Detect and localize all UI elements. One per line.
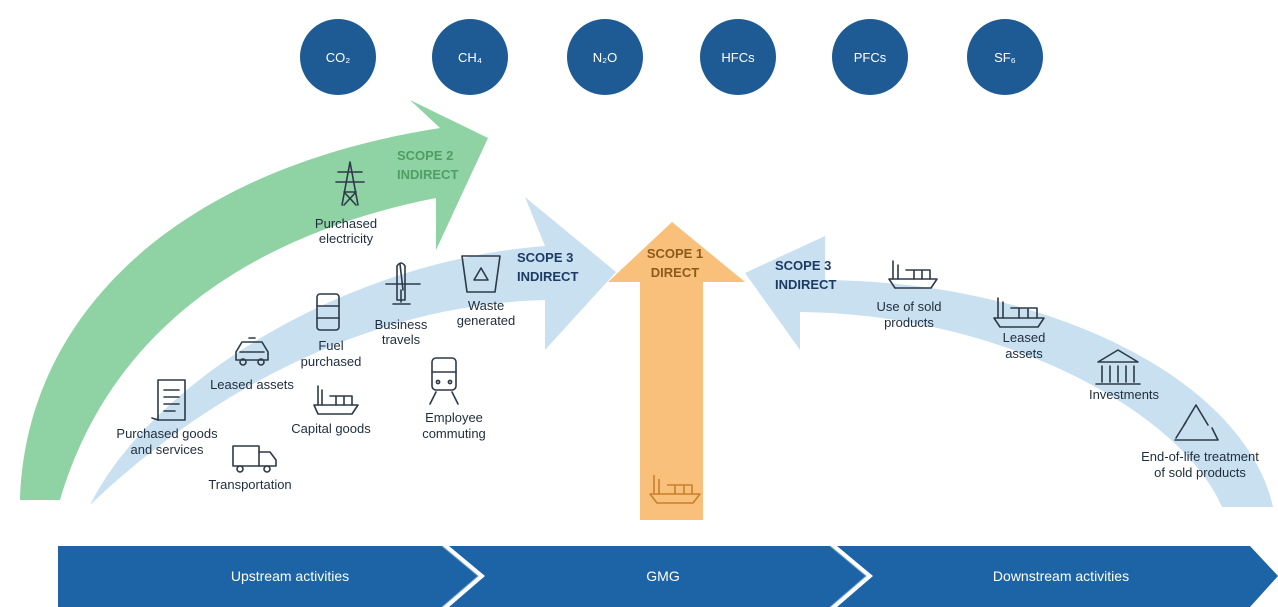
label-end-of-life-1: End-of-life treatment xyxy=(1141,449,1259,464)
activity-band: Upstream activities GMG Downstream activ… xyxy=(58,545,1278,607)
ship-icon-use-of-sold-products xyxy=(888,260,938,289)
scope3-downstream-title: SCOPE 3 xyxy=(775,258,831,273)
label-use-of-sold-products-2: products xyxy=(884,315,934,330)
gas-label-ch4: CH₄ xyxy=(458,50,482,65)
label-end-of-life-2: of sold products xyxy=(1154,465,1246,480)
label-leased-assets-upstream: Leased assets xyxy=(210,377,294,392)
scope3-downstream-arrow xyxy=(745,236,1273,507)
label-employee-commuting-2: commuting xyxy=(422,426,486,441)
band-label-upstream: Upstream activities xyxy=(231,568,349,584)
scope3-upstream-title: SCOPE 3 xyxy=(517,250,573,265)
fuel-barrel-icon xyxy=(316,293,340,331)
scope2-subtitle: INDIRECT xyxy=(397,167,458,182)
label-waste-generated-1: Waste xyxy=(468,298,504,313)
ship-icon-leased-assets xyxy=(993,297,1045,328)
label-leased-assets-downstream-2: assets xyxy=(1005,346,1043,361)
label-waste-generated-2: generated xyxy=(457,313,516,328)
gas-circle-n2o xyxy=(567,19,643,95)
band-label-gmg: GMG xyxy=(646,568,679,584)
label-fuel-purchased-2: purchased xyxy=(301,354,362,369)
truck-icon xyxy=(232,445,277,473)
power-pylon-icon xyxy=(335,161,365,206)
ship-icon-scope1 xyxy=(649,475,701,504)
scope1-subtitle: DIRECT xyxy=(651,265,699,280)
gas-label-sf6: SF₆ xyxy=(994,50,1016,65)
label-fuel-purchased-1: Fuel xyxy=(318,338,343,353)
label-capital-goods: Capital goods xyxy=(291,421,371,436)
gas-circle-hfcs xyxy=(700,19,776,95)
gas-circle-co2 xyxy=(300,19,376,95)
band-segment-upstream xyxy=(58,546,478,607)
band-divider-1 xyxy=(441,545,479,607)
band-divider-2 xyxy=(829,545,867,607)
label-employee-commuting-1: Employee xyxy=(425,410,483,425)
scope3-downstream-subtitle: INDIRECT xyxy=(775,277,836,292)
label-business-travels-1: Business xyxy=(375,317,428,332)
label-purchased-goods-2: and services xyxy=(131,442,204,457)
label-business-travels-2: travels xyxy=(382,332,421,347)
scope2-title: SCOPE 2 xyxy=(397,148,453,163)
band-segment-downstream xyxy=(837,546,1278,607)
gas-label-hfcs: HFCs xyxy=(721,50,755,65)
label-leased-assets-downstream-1: Leased xyxy=(1003,330,1046,345)
scope1-title: SCOPE 1 xyxy=(647,246,703,261)
gas-label-n2o: N₂O xyxy=(593,50,618,65)
gas-circle-sf6 xyxy=(967,19,1043,95)
gas-label-pfcs: PFCs xyxy=(854,50,887,65)
train-icon xyxy=(429,357,459,405)
scope3-upstream-subtitle: INDIRECT xyxy=(517,269,578,284)
gas-circles: CO₂ CH₄ N₂O HFCs PFCs SF₆ xyxy=(300,19,1043,95)
label-investments: Investments xyxy=(1089,387,1160,402)
gas-circle-ch4 xyxy=(432,19,508,95)
airplane-icon xyxy=(385,262,421,305)
label-use-of-sold-products-1: Use of sold xyxy=(876,299,941,314)
label-transportation: Transportation xyxy=(208,477,291,492)
document-icon xyxy=(151,379,186,421)
gas-label-co2: CO₂ xyxy=(326,50,351,65)
scope1-arrow xyxy=(608,222,745,520)
car-icon xyxy=(235,337,269,366)
ship-icon-capital-goods xyxy=(313,385,359,415)
bank-icon xyxy=(1095,349,1141,385)
recycle-bin-icon xyxy=(461,255,501,293)
gas-circle-pfcs xyxy=(832,19,908,95)
label-purchased-goods-1: Purchased goods xyxy=(116,426,218,441)
scope2-arrow xyxy=(20,100,488,500)
label-purchased-electricity-1: Purchased xyxy=(315,216,377,231)
band-segment-gmg xyxy=(449,546,866,607)
band-label-downstream: Downstream activities xyxy=(993,568,1129,584)
recycle-icon xyxy=(1174,404,1219,441)
label-purchased-electricity-2: electricity xyxy=(319,231,374,246)
